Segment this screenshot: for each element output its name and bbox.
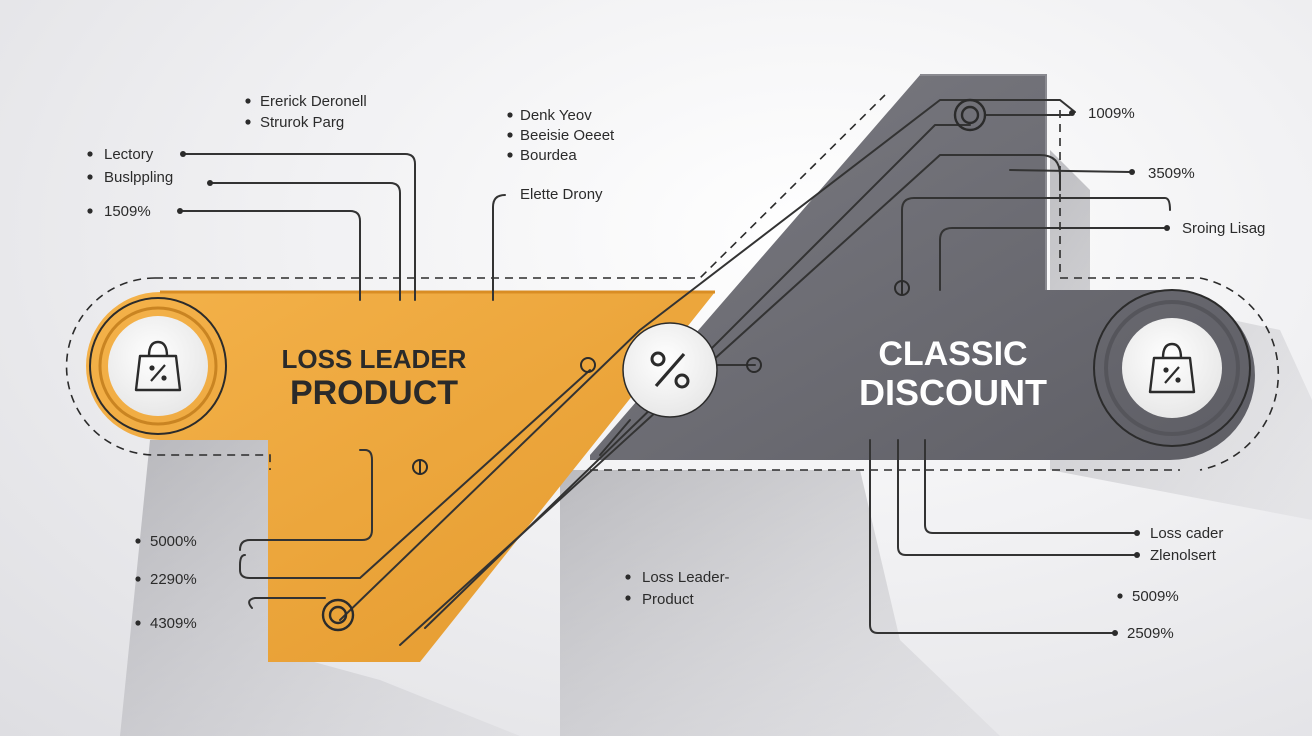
label-item: Loss cader [1150, 525, 1223, 542]
label-item: Elette Drony [520, 186, 603, 203]
label-item: Sroing Lisag [1182, 220, 1265, 237]
loss-leader-title-line2: PRODUCT [290, 374, 458, 412]
classic-discount-title: CLASSIC DISCOUNT [859, 335, 1047, 413]
labels-bottom-left: 5000% 2290% 4309% [135, 533, 197, 632]
label-item: 4309% [150, 615, 197, 632]
label-item: 2290% [150, 571, 197, 588]
percent-icon [650, 351, 690, 389]
right-bag-node [1093, 289, 1251, 447]
left-bag-node [89, 297, 227, 435]
loss-leader-title-line1: LOSS LEADER [282, 344, 467, 374]
dashed-outline [65, 94, 1280, 471]
label-item: Lectory [104, 146, 154, 163]
label-item: Ererick Deronell [260, 93, 367, 110]
label-item: Loss Leader- [642, 569, 730, 586]
labels-top-center-left: Ererick Deronell Strurok Parg [245, 93, 367, 131]
classic-discount-panel [590, 74, 1255, 460]
label-item: 5009% [1132, 588, 1179, 605]
label-item: Denk Yeov [520, 107, 592, 124]
labels-bottom-center: Loss Leader- Product [625, 569, 730, 608]
label-item: 2509% [1127, 625, 1174, 642]
classic-discount-title-line2: DISCOUNT [859, 372, 1047, 413]
shopping-bag-percent-icon [1148, 342, 1196, 394]
label-item: 5000% [150, 533, 197, 550]
center-percent-node [622, 322, 718, 418]
shopping-bag-percent-icon [134, 340, 182, 392]
classic-discount-title-line1: CLASSIC [878, 335, 1027, 373]
labels-bottom-right: Loss cader Zlenolsert 5009% 2509% [1112, 525, 1223, 642]
loss-leader-panel [86, 290, 715, 662]
labels-top-right: 1009% 3509% Sroing Lisag [1069, 105, 1265, 237]
labels-top-left: Lectory Buslppling 1509% [87, 146, 213, 220]
label-item: Strurok Parg [260, 114, 344, 131]
node-rings [321, 98, 987, 632]
label-item: Zlenolsert [1150, 547, 1217, 564]
label-item: Beeisie Oeeet [520, 127, 615, 144]
label-item: Buslppling [104, 169, 173, 186]
label-item: 1509% [104, 203, 151, 220]
label-item: 3509% [1148, 165, 1195, 182]
labels-top-center: Denk Yeov Beeisie Oeeet Bourdea Elette D… [507, 107, 615, 203]
label-item: Bourdea [520, 147, 577, 164]
connector-wires [182, 99, 1171, 646]
label-item: Product [642, 591, 695, 608]
label-item: 1009% [1088, 105, 1135, 122]
loss-leader-title: LOSS LEADER PRODUCT [282, 344, 467, 412]
